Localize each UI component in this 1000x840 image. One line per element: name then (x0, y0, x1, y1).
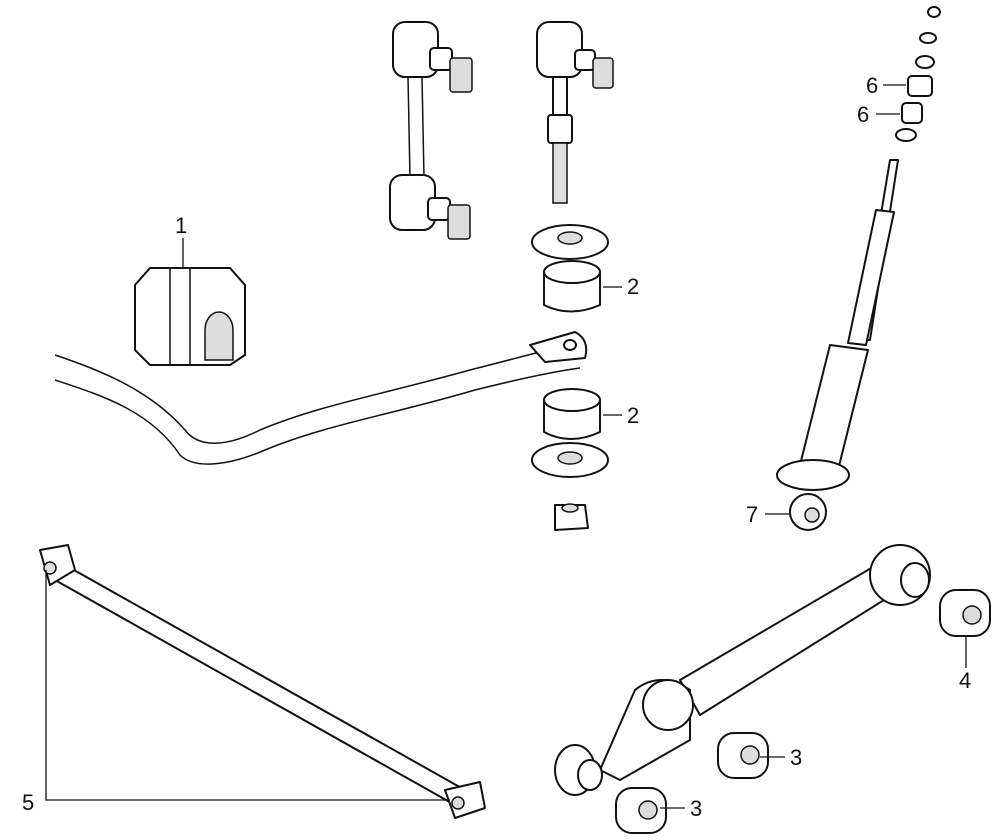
callout-2-upper: 2 (627, 274, 639, 299)
callout-1: 1 (175, 213, 187, 238)
arm-bushing-rear (939, 589, 991, 637)
arm-bushing-front-lower (615, 787, 667, 834)
stabilizer-link-assembled (389, 21, 473, 240)
leader-lines (45, 84, 967, 809)
link-washer-upper (531, 224, 609, 260)
callout-2-lower: 2 (627, 403, 639, 428)
callout-5: 5 (22, 790, 34, 815)
callout-4: 4 (959, 668, 971, 693)
shock-top-hardware (895, 6, 941, 142)
callout-6-upper: 6 (866, 73, 878, 98)
callout-7: 7 (746, 502, 758, 527)
trailing-arm (554, 544, 931, 796)
link-washer-lower (531, 442, 609, 478)
callout-6-lower: 6 (857, 102, 869, 127)
stabilizer-bushing (134, 267, 246, 366)
shock-absorber (776, 159, 899, 531)
link-bushing-upper (543, 260, 601, 313)
link-nut (554, 503, 589, 531)
stabilizer-bar (54, 331, 588, 465)
callout-3-upper: 3 (790, 745, 802, 770)
callout-3-lower: 3 (690, 796, 702, 821)
lateral-rod (39, 544, 486, 819)
stabilizer-link-exploded (536, 21, 614, 204)
link-bushing-lower (543, 388, 601, 440)
arm-bushing-front-upper (717, 732, 769, 779)
